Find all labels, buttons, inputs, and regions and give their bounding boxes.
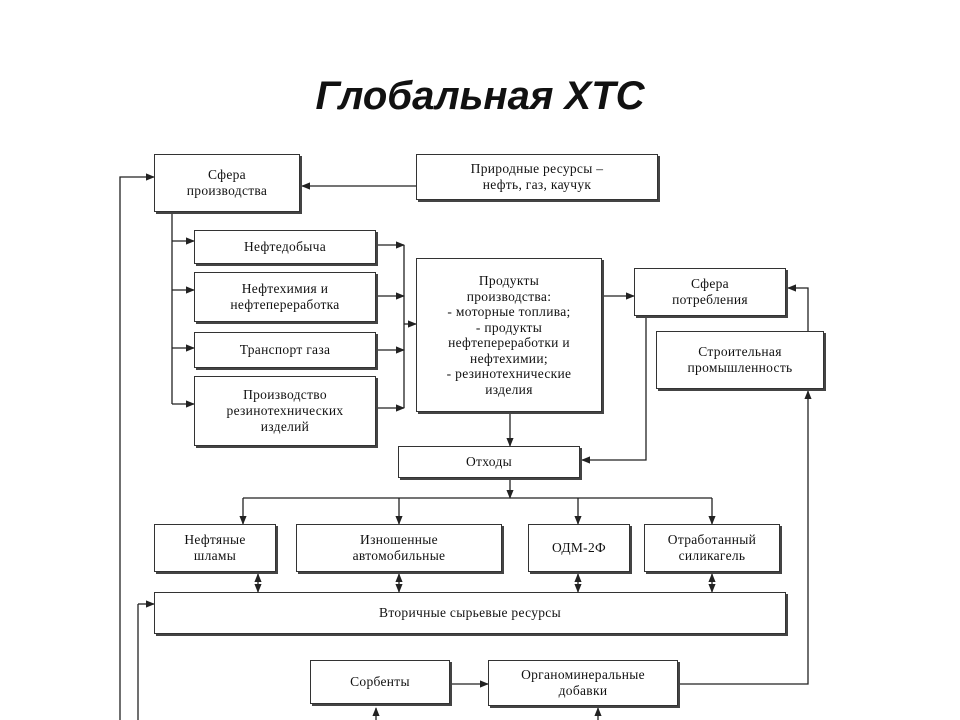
waste-label: Отходы (466, 454, 512, 469)
rubber-production-box: Производство резинотехнических изделий (194, 376, 376, 446)
oil-sludge-box: Нефтяные шламы (154, 524, 276, 572)
waste-box: Отходы (398, 446, 580, 478)
spent-silica-label: Отработанный силикагель (667, 532, 757, 563)
oil-production-box: Нефтедобыча (194, 230, 376, 264)
production-sphere-label: Сфера производства (186, 167, 268, 198)
products-box: Продукты производства: - моторные топлив… (416, 258, 602, 412)
arrow-organomineral-to-construction (678, 390, 812, 685)
worn-tires-label: Изношенные автомобильные (352, 532, 446, 563)
natural-resources-label: Природные ресурсы – нефть, газ, каучук (470, 161, 604, 192)
secondary-resources-box: Вторичные сырьевые ресурсы (154, 592, 786, 634)
consumption-sphere-box: Сфера потребления (634, 268, 786, 316)
construction-industry-box: Строительная промышленность (656, 331, 824, 389)
secondary-resources-label: Вторичные сырьевые ресурсы (379, 605, 561, 620)
consumption-sphere-label: Сфера потребления (672, 276, 748, 307)
gas-transport-label: Транспорт газа (239, 342, 331, 357)
odm-box: ОДМ-2Ф (528, 524, 630, 572)
production-sphere-box: Сфера производства (154, 154, 300, 212)
petrochemistry-label: Нефтехимия и нефтепереработка (230, 281, 340, 312)
products-label: Продукты производства: - моторные топлив… (446, 273, 572, 397)
rubber-production-label: Производство резинотехнических изделий (226, 387, 344, 434)
petrochemistry-box: Нефтехимия и нефтепереработка (194, 272, 376, 322)
oil-production-label: Нефтедобыча (243, 239, 326, 254)
page-title: Глобальная ХТС (315, 74, 645, 118)
arrow-construction-to-consumption (787, 284, 809, 331)
arrow-feedback-to-production (119, 173, 155, 720)
worn-tires-box: Изношенные автомобильные (296, 524, 502, 572)
odm-label: ОДМ-2Ф (551, 540, 606, 555)
sorbents-box: Сорбенты (310, 660, 450, 704)
sorbents-label: Сорбенты (350, 674, 410, 689)
natural-resources-box: Природные ресурсы – нефть, газ, каучук (416, 154, 658, 200)
construction-industry-label: Строительная промышленность (687, 344, 793, 375)
gas-transport-box: Транспорт газа (194, 332, 376, 368)
arrow-consumption-to-waste (581, 316, 647, 464)
oil-sludge-label: Нефтяные шламы (184, 532, 246, 563)
organomineral-label: Органоминеральные добавки (521, 667, 645, 698)
organomineral-box: Органоминеральные добавки (488, 660, 678, 706)
spent-silica-box: Отработанный силикагель (644, 524, 780, 572)
